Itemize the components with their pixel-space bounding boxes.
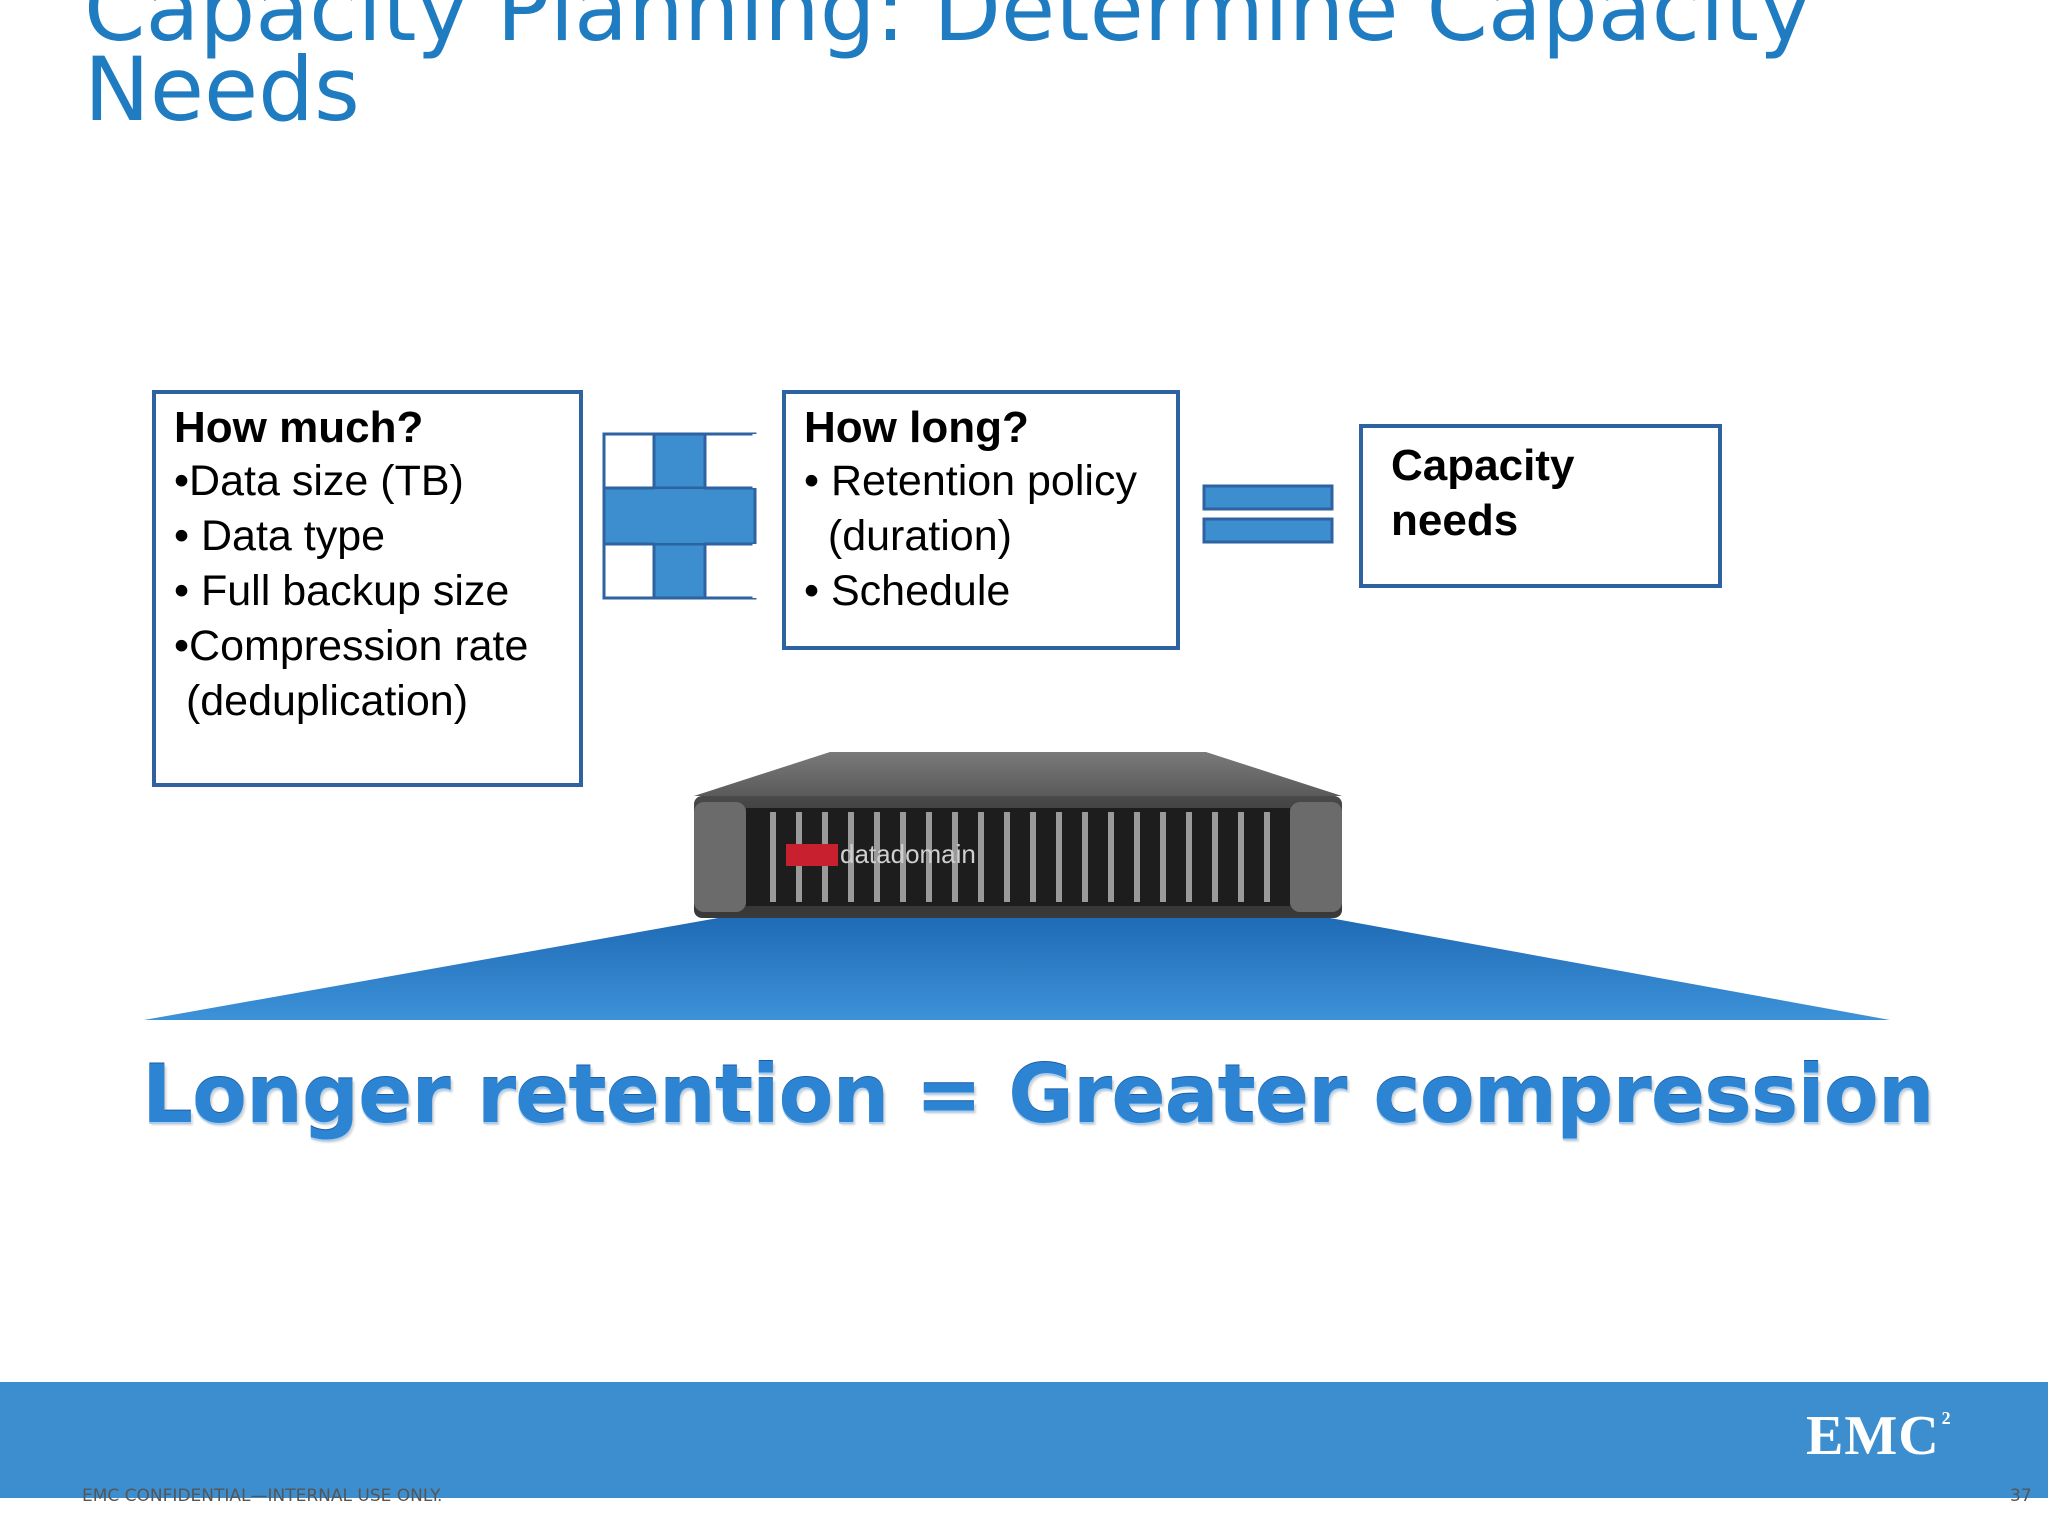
how-long-heading: How long?	[804, 403, 1029, 452]
capacity-needs-box: Capacity needs	[1359, 424, 1722, 588]
how-long-item: (duration)	[804, 512, 1012, 560]
how-much-item: • Data type	[174, 512, 386, 560]
how-much-box: How much? •Data size (TB) • Data type • …	[152, 390, 583, 787]
page-number: 37	[2010, 1486, 2032, 1506]
how-much-item: (deduplication)	[174, 677, 469, 725]
slide-title-line-1: Capacity Planning: Determine Capacity	[84, 0, 1812, 61]
how-long-item: • Retention policy	[804, 457, 1137, 505]
emc-logo-superscript: 2	[1941, 1408, 1952, 1428]
slide-title: Capacity Planning: Determine Capacity Ne…	[84, 0, 1984, 141]
how-much-item: • Full backup size	[174, 567, 510, 615]
confidential-note: EMC CONFIDENTIAL—INTERNAL USE ONLY.	[82, 1486, 443, 1506]
slogan: Longer retention = Greater compression	[142, 1048, 1935, 1141]
slide-title-line-2: Needs	[84, 38, 360, 141]
plus-icon	[602, 432, 757, 600]
capacity-needs-line-1: Capacity	[1391, 441, 1575, 490]
how-long-item: • Schedule	[804, 567, 1011, 615]
server-brand-label: datadomain	[840, 839, 976, 869]
emc-logo-text: EMC	[1806, 1405, 1940, 1467]
equals-icon	[1202, 484, 1334, 544]
how-much-item: •Compression rate	[174, 622, 529, 670]
capacity-needs-line-2: needs	[1391, 496, 1519, 545]
how-much-item: •Data size (TB)	[174, 457, 464, 505]
how-long-box: How long? • Retention policy (duration) …	[782, 390, 1180, 650]
footer-band	[0, 1382, 2048, 1498]
server-image: datadomain	[694, 752, 1342, 918]
brand-mark	[786, 844, 838, 866]
how-much-heading: How much?	[174, 403, 424, 452]
